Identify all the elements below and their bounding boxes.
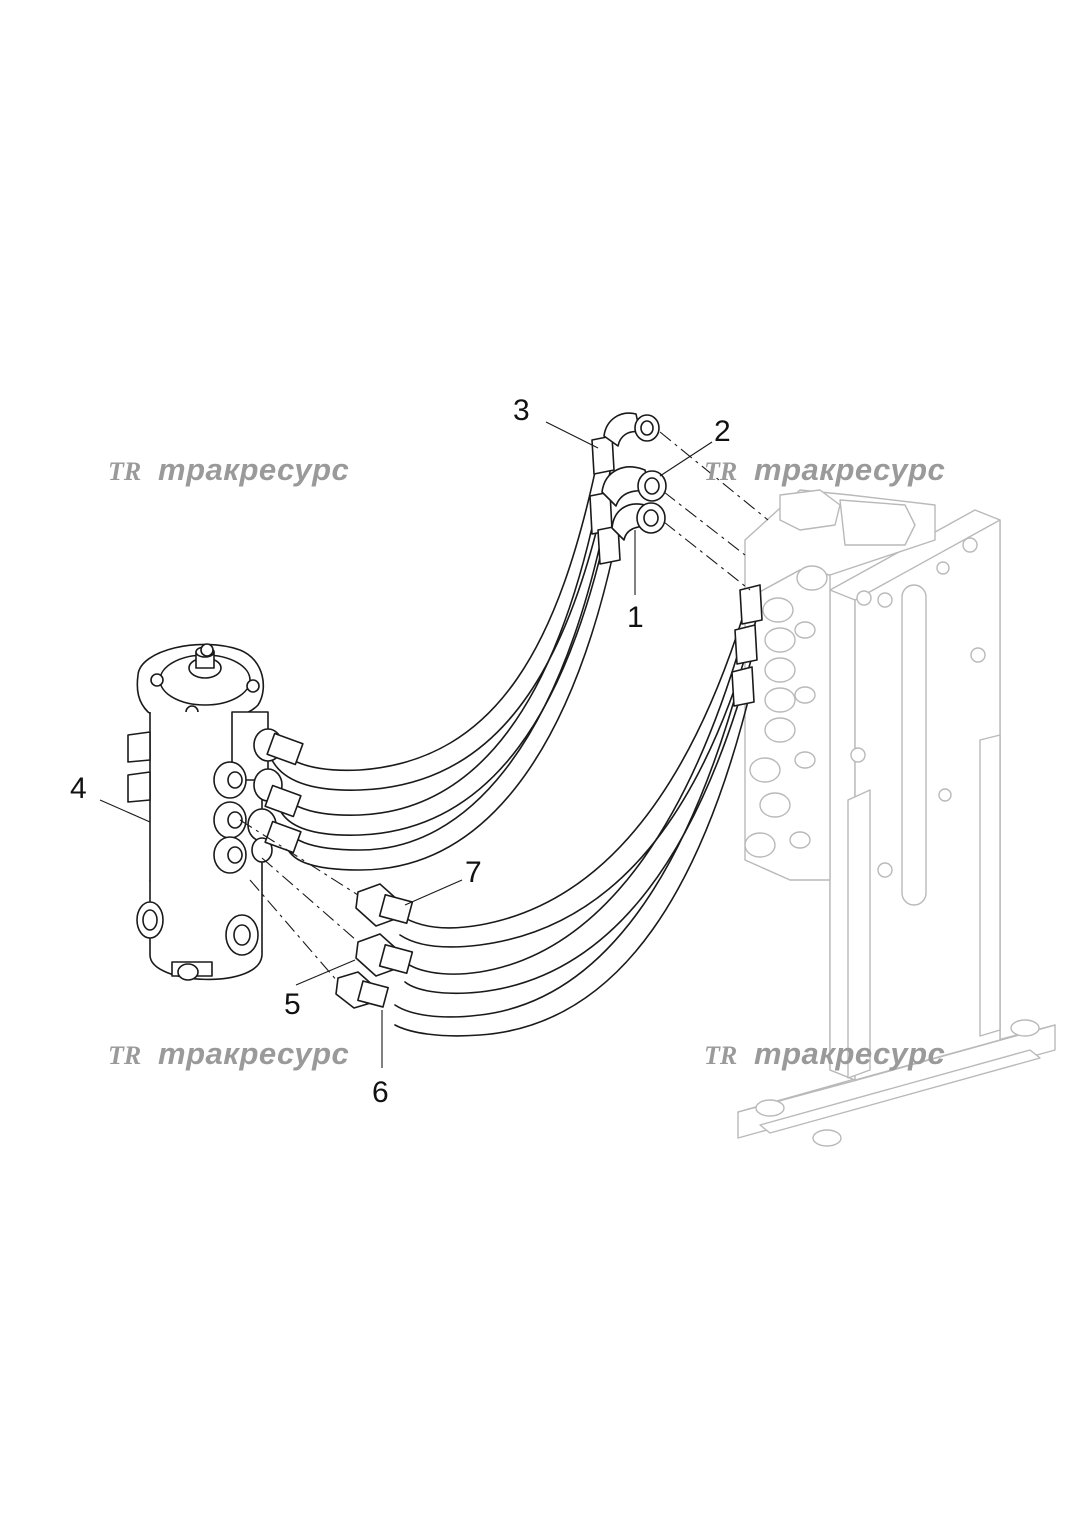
swivel-joint — [127, 643, 304, 981]
callout-labels: 1 2 3 4 5 6 7 — [70, 394, 731, 1109]
watermark-logo: TR — [704, 1041, 737, 1070]
valve-ports-ghost — [744, 565, 828, 858]
upper-elbow-fittings — [589, 412, 763, 707]
watermark-logo: TR — [108, 1041, 141, 1070]
callout-3: 3 — [513, 394, 530, 427]
valve-stand-ghost — [737, 489, 1056, 1147]
leader-lines — [99, 421, 713, 1068]
watermark-text: тракресурс — [158, 1036, 349, 1071]
watermark-bottom-right: TR тракресурс — [704, 1036, 945, 1071]
callout-7: 7 — [465, 856, 482, 889]
assembly-center-lines — [239, 431, 769, 983]
watermark-text: тракресурс — [754, 452, 945, 487]
lower-hose-fittings — [335, 883, 414, 1009]
watermark-text: тракресурс — [158, 452, 349, 487]
watermark-bottom-left: TR тракресурс — [108, 1036, 349, 1071]
watermark-text: тракресурс — [754, 1036, 945, 1071]
callout-4: 4 — [70, 772, 87, 805]
watermark-logo: TR — [704, 457, 737, 486]
watermark-logo: TR — [108, 457, 141, 486]
watermark-top-right: TR тракресурс — [704, 452, 945, 487]
hoses — [269, 457, 761, 1037]
callout-6: 6 — [372, 1076, 389, 1109]
callout-1: 1 — [627, 601, 644, 634]
callout-5: 5 — [284, 988, 301, 1021]
callout-2: 2 — [714, 415, 731, 448]
watermark-top-left: TR тракресурс — [108, 452, 349, 487]
